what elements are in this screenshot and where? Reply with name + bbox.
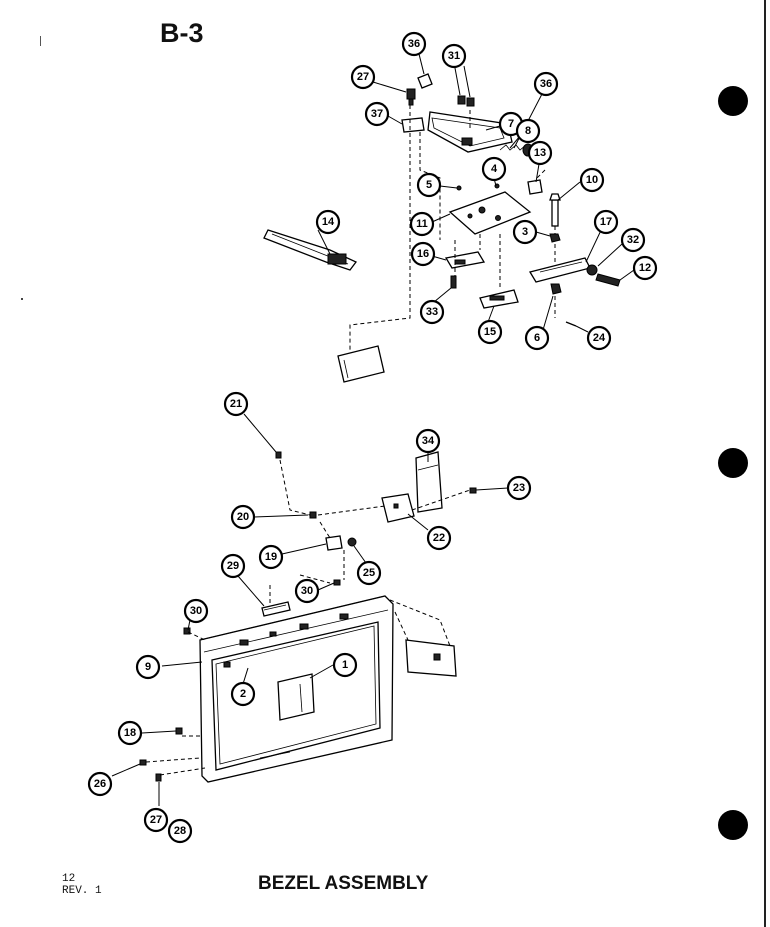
svg-text:14: 14 xyxy=(322,216,335,228)
svg-text:33: 33 xyxy=(426,306,438,318)
svg-text:7: 7 xyxy=(508,118,514,130)
svg-text:28: 28 xyxy=(174,825,186,837)
upper-dash-lines xyxy=(349,105,556,352)
svg-text:21: 21 xyxy=(230,398,242,410)
callout-31: 31 xyxy=(441,43,467,69)
lower-dash-lines xyxy=(145,459,471,776)
binder-hole-top xyxy=(718,86,748,116)
svg-text:15: 15 xyxy=(484,326,496,338)
callout-19: 19 xyxy=(258,544,284,570)
svg-text:24: 24 xyxy=(593,332,606,344)
svg-text:4: 4 xyxy=(491,163,498,175)
svg-text:19: 19 xyxy=(265,551,277,563)
callout-34: 34 xyxy=(415,428,441,454)
callout-30-upper: 30 xyxy=(294,578,320,604)
callout-16: 16 xyxy=(410,241,436,267)
svg-text:27: 27 xyxy=(357,71,369,83)
callout-2: 2 xyxy=(230,681,256,707)
binder-hole-middle xyxy=(718,448,748,478)
svg-text:12: 12 xyxy=(639,262,651,274)
svg-text:16: 16 xyxy=(417,248,429,260)
callout-23: 23 xyxy=(506,475,532,501)
callout-37: 37 xyxy=(364,101,390,127)
callout-30-left: 30 xyxy=(183,598,209,624)
callout-27-top: 27 xyxy=(350,64,376,90)
callout-27-bottom: 27 xyxy=(143,807,169,833)
svg-text:30: 30 xyxy=(190,605,202,617)
callout-21: 21 xyxy=(223,391,249,417)
svg-text:36: 36 xyxy=(408,38,420,50)
svg-text:6: 6 xyxy=(534,332,540,344)
callout-8: 8 xyxy=(515,118,541,144)
svg-text:26: 26 xyxy=(94,778,106,790)
callout-29: 29 xyxy=(220,553,246,579)
svg-text:2: 2 xyxy=(240,688,246,700)
svg-text:34: 34 xyxy=(422,435,435,447)
callout-36-right: 36 xyxy=(533,71,559,97)
svg-text:36: 36 xyxy=(540,78,552,90)
svg-text:3: 3 xyxy=(522,226,528,238)
lower-assembly xyxy=(139,451,477,783)
callout-14: 14 xyxy=(315,209,341,235)
svg-text:5: 5 xyxy=(426,179,432,191)
svg-text:27: 27 xyxy=(150,814,162,826)
callout-6: 6 xyxy=(524,325,550,351)
callout-17: 17 xyxy=(593,209,619,235)
svg-text:18: 18 xyxy=(124,727,136,739)
callout-12: 12 xyxy=(632,255,658,281)
callout-22: 22 xyxy=(426,525,452,551)
page-title: BEZEL ASSEMBLY xyxy=(258,873,429,894)
callout-26: 26 xyxy=(87,771,113,797)
callout-11: 11 xyxy=(409,211,435,237)
binder-hole-bottom xyxy=(718,810,748,840)
callout-1: 1 xyxy=(332,652,358,678)
svg-text:17: 17 xyxy=(600,216,612,228)
svg-text:32: 32 xyxy=(627,234,639,246)
svg-text:9: 9 xyxy=(145,661,151,673)
callout-25: 25 xyxy=(356,560,382,586)
svg-text:23: 23 xyxy=(513,482,525,494)
svg-text:29: 29 xyxy=(227,560,239,572)
page-edge xyxy=(764,0,766,927)
callout-15: 15 xyxy=(477,319,503,345)
page-number: 12 xyxy=(62,873,76,885)
callout-10: 10 xyxy=(579,167,605,193)
callout-32: 32 xyxy=(620,227,646,253)
revision-label: REV. 1 xyxy=(62,885,102,897)
callout-5: 5 xyxy=(416,172,442,198)
svg-text:25: 25 xyxy=(363,567,375,579)
upper-assembly xyxy=(263,73,621,383)
callout-24: 24 xyxy=(586,325,612,351)
svg-text:8: 8 xyxy=(525,125,531,137)
svg-text:30: 30 xyxy=(301,585,313,597)
margin-tick xyxy=(40,36,41,46)
callout-20: 20 xyxy=(230,504,256,530)
callout-36-top: 36 xyxy=(401,31,427,57)
callout-28: 28 xyxy=(167,818,193,844)
svg-text:31: 31 xyxy=(448,50,460,62)
svg-text:22: 22 xyxy=(433,532,445,544)
callout-13: 13 xyxy=(527,140,553,166)
callout-9: 9 xyxy=(135,654,161,680)
callout-3: 3 xyxy=(512,219,538,245)
svg-text:37: 37 xyxy=(371,108,383,120)
callout-4: 4 xyxy=(481,156,507,182)
svg-text:13: 13 xyxy=(534,147,546,159)
callout-33: 33 xyxy=(419,299,445,325)
section-label: B-3 xyxy=(160,18,204,48)
margin-dot xyxy=(21,298,23,300)
svg-text:11: 11 xyxy=(416,218,428,230)
callout-18: 18 xyxy=(117,720,143,746)
svg-text:20: 20 xyxy=(237,511,249,523)
svg-text:10: 10 xyxy=(586,174,598,186)
svg-text:1: 1 xyxy=(342,659,348,671)
